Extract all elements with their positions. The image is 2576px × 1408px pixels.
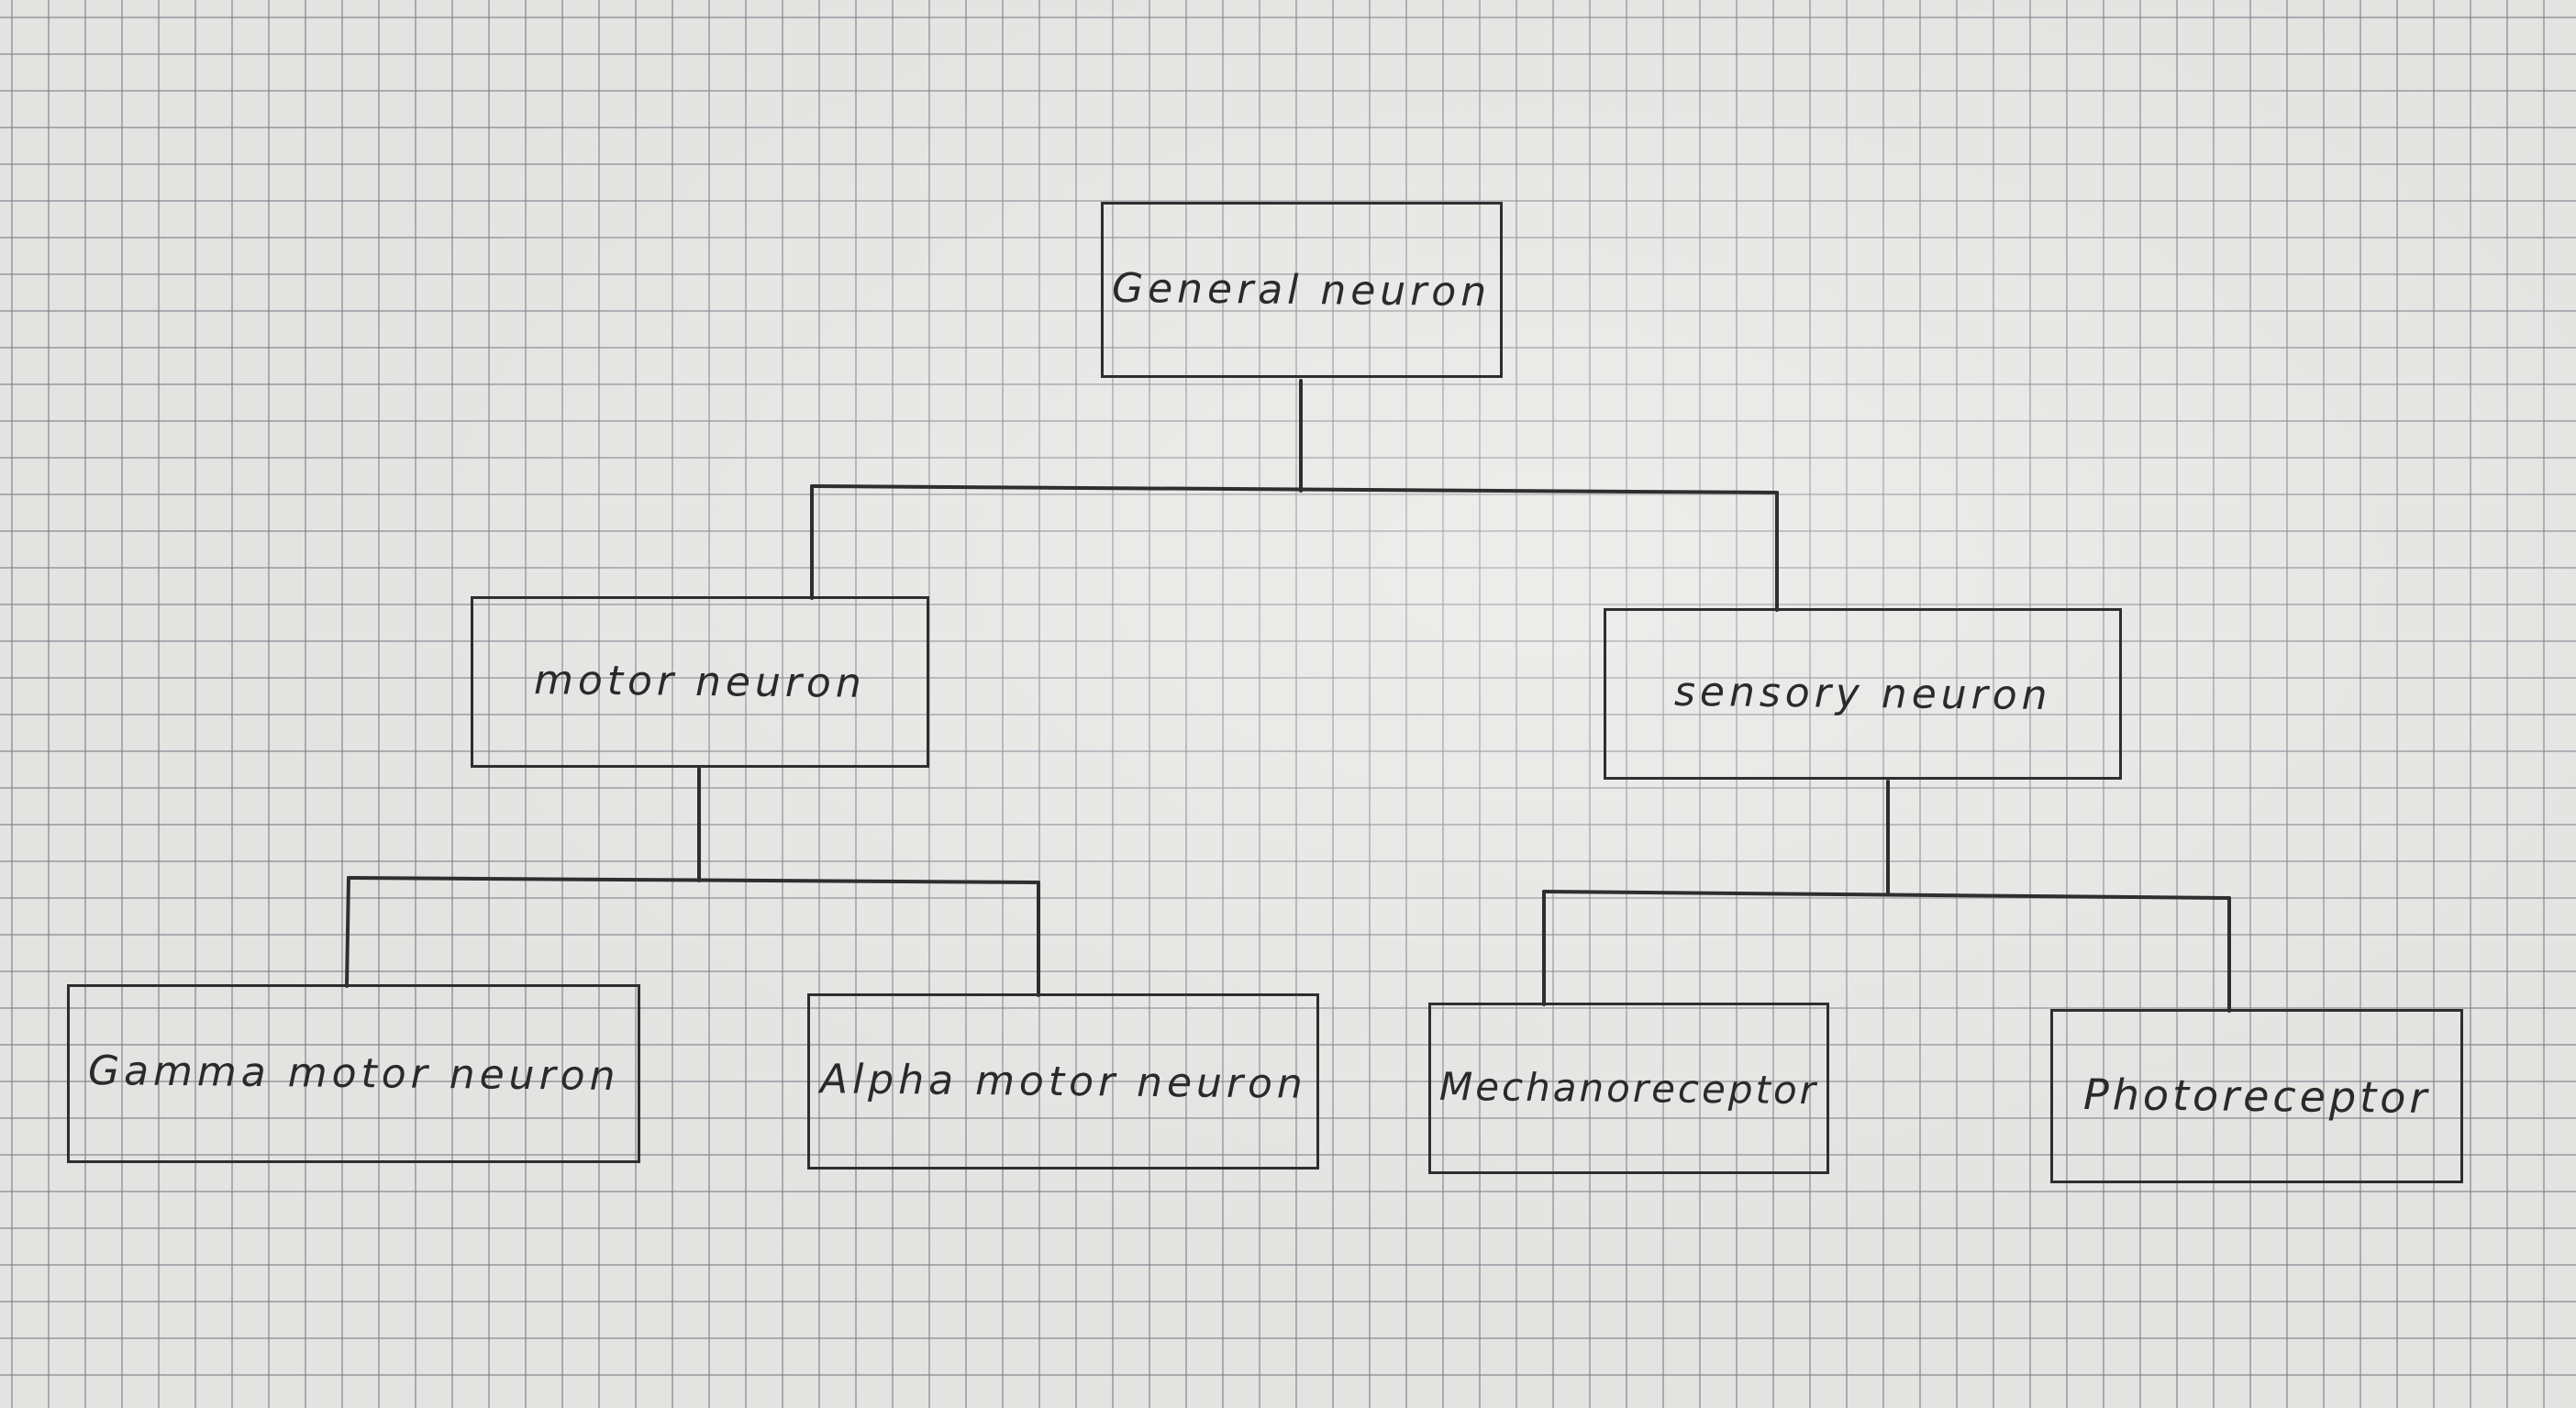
node-general-neuron: General neuron xyxy=(1101,202,1503,378)
connector-to-gamma xyxy=(345,876,350,988)
node-photoreceptor: Photoreceptor xyxy=(2050,1009,2463,1183)
node-sensory-neuron-label: sensory neuron xyxy=(1673,668,2052,720)
node-motor-neuron-label: motor neuron xyxy=(533,657,867,707)
node-general-neuron-label: General neuron xyxy=(1112,264,1492,316)
node-sensory-neuron: sensory neuron xyxy=(1604,608,2122,780)
node-mechanoreceptor: Mechanoreceptor xyxy=(1428,1003,1829,1174)
connector-sensory-bar xyxy=(1542,890,2231,900)
node-mechanoreceptor-label: Mechanoreceptor xyxy=(1438,1063,1819,1114)
node-alpha-motor-neuron: Alpha motor neuron xyxy=(807,993,1319,1170)
node-motor-neuron: motor neuron xyxy=(471,596,929,768)
connector-level1-bar xyxy=(810,484,1779,494)
node-gamma-motor-neuron-label: Gamma motor neuron xyxy=(87,1047,620,1101)
node-gamma-motor-neuron: Gamma motor neuron xyxy=(67,984,640,1163)
connector-motor-bar xyxy=(347,876,1040,884)
node-photoreceptor-label: Photoreceptor xyxy=(2082,1070,2431,1123)
node-alpha-motor-neuron-label: Alpha motor neuron xyxy=(819,1055,1307,1108)
